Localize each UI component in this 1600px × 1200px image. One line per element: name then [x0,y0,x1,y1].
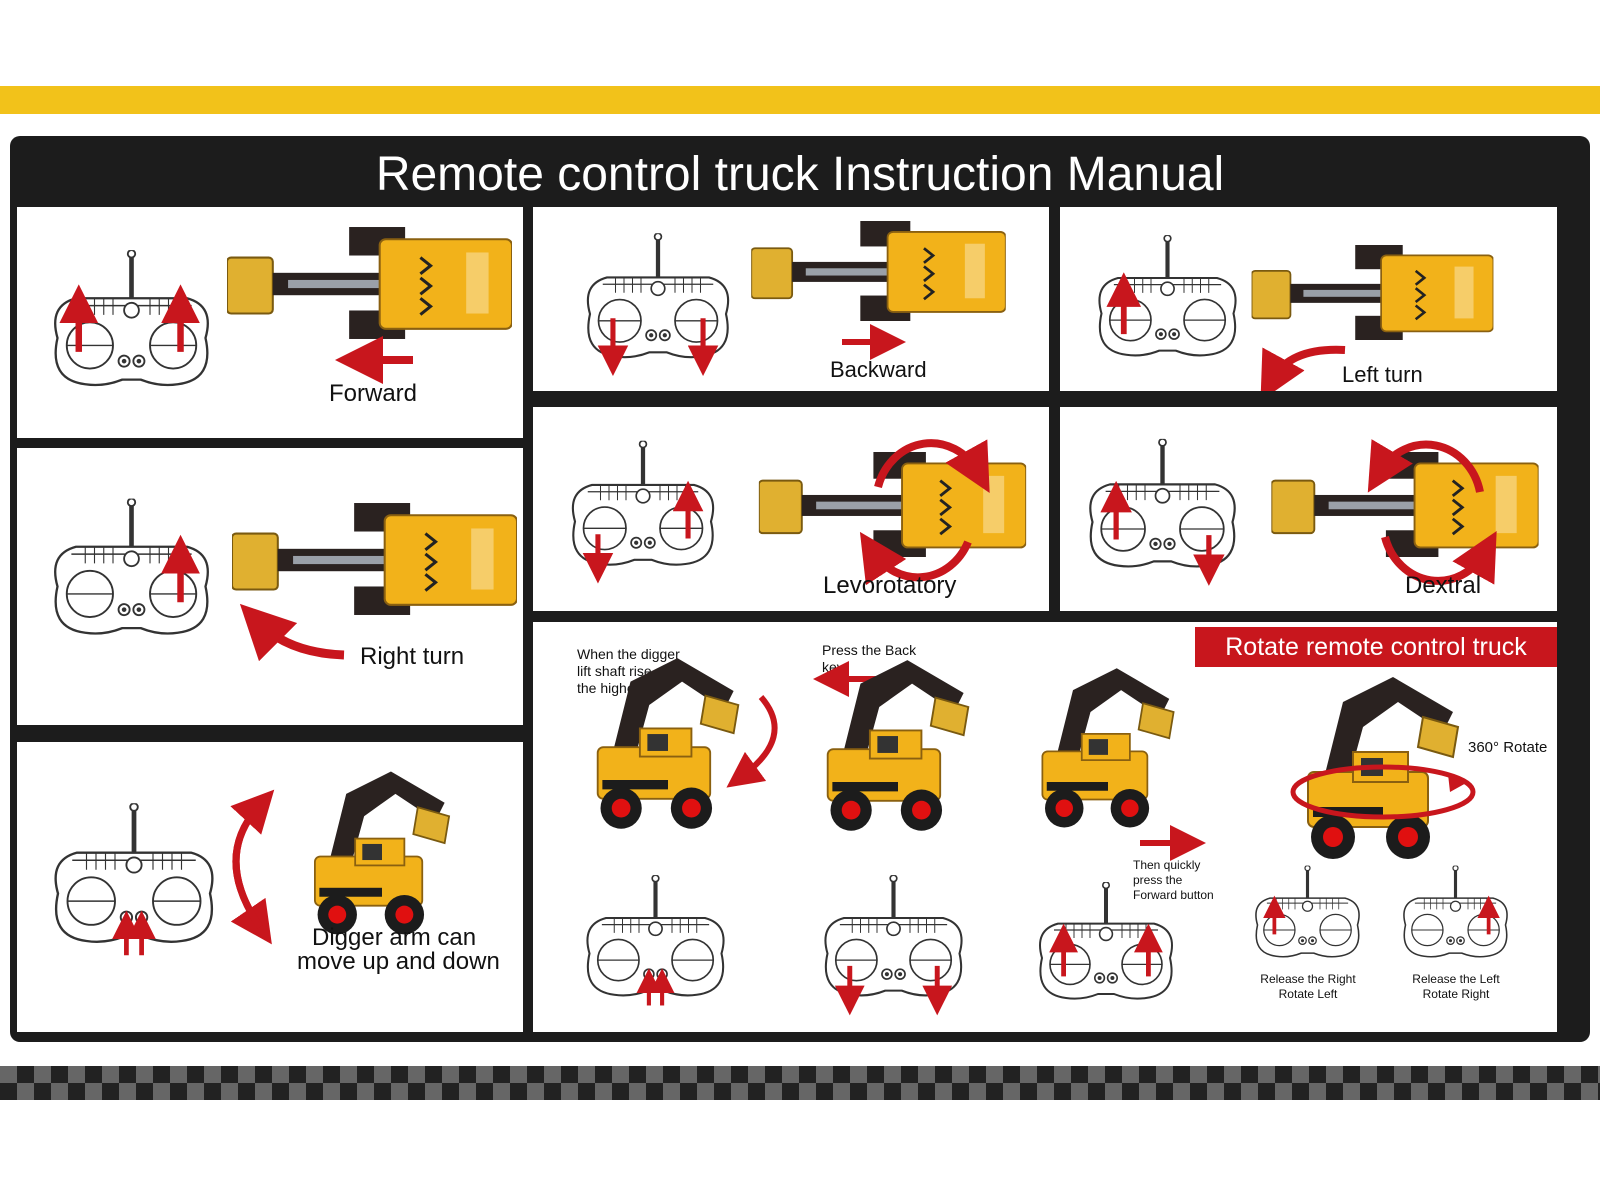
release-left-text: Release the Left Rotate Right [1381,972,1531,1002]
yellow-band [0,86,1600,114]
arrow-icon [842,324,906,360]
panel-right-turn: Right turn [17,448,523,725]
remote-icon [39,478,224,658]
panel-forward: Forward [17,207,523,438]
panel-levorotatory: Levorotatory [533,407,1049,611]
release-right-line: Rotate Left [1278,987,1338,1001]
step3-text: Then quickly press the Forward button [1133,858,1214,903]
step1-line: When the digger [577,646,680,662]
arrow-icon [1140,825,1206,861]
caption-digger-arm-1: Digger arm can [312,924,477,951]
excavator-icon [262,767,502,937]
caption-backward: Backward [830,357,927,382]
remote-icon [1075,412,1250,586]
remote-icon [39,232,224,407]
caption-levorotatory: Levorotatory [823,572,957,599]
remote-icon [573,212,743,377]
rotate-360-label: 360° Rotate [1468,739,1548,756]
caption-dextral: Dextral [1405,572,1482,599]
remote-icon [1026,862,1186,1022]
remote-icon [39,777,229,956]
excavator-icon [751,221,1006,321]
arrow-icon [335,336,413,384]
release-left-line: Rotate Right [1422,987,1490,1001]
panel-dextral: Dextral [1060,407,1557,611]
excavator-icon [232,503,517,615]
remote-icon [1245,850,1370,975]
rotate-arrow-icon [859,439,990,586]
release-right-text: Release the Right Rotate Left [1233,972,1383,1002]
panel-digger-arm: Digger arm can move up and down [17,742,523,1032]
excavator-icon [1038,647,1178,847]
rotate-arrow-icon [1367,439,1497,585]
checker-band [0,1066,1600,1100]
remote-icon [1085,212,1250,382]
remote-icon [558,412,728,584]
remote-icon [811,852,976,1016]
excavator-icon [227,227,512,339]
release-left-line: Release the Left [1412,972,1500,986]
step3-line: Forward button [1133,888,1214,902]
panel-backward: Backward [533,207,1049,391]
rotate-banner: Rotate remote control truck [1195,627,1557,667]
remote-icon [573,852,738,1006]
caption-digger-arm-2: move up and down [297,948,500,975]
panel-left-turn: Left turn [1060,207,1557,391]
excavator-icon [1250,245,1495,340]
caption-forward: Forward [329,380,418,407]
rotate-arrow-icon [1260,345,1346,391]
rotate-arrow-icon [230,789,275,945]
step3-line: press the [1133,873,1183,887]
rotate-arrow-icon [1290,764,1476,820]
remote-icon [1393,850,1518,975]
caption-right-turn: Right turn [360,643,465,670]
excavator-icon [823,642,973,847]
rotate-arrow-icon [239,603,345,662]
caption-left-turn: Left turn [1342,362,1423,387]
step3-line: Then quickly [1133,858,1201,872]
rotate-arrow-icon [726,695,778,788]
manual-title: Remote control truck Instruction Manual [375,148,1225,201]
release-right-line: Release the Right [1260,972,1356,986]
step2-line: Press the Back [822,642,917,658]
excavator-icon [593,640,743,845]
panel-rotate: When the digger lift shaft rise until th… [533,622,1557,1032]
